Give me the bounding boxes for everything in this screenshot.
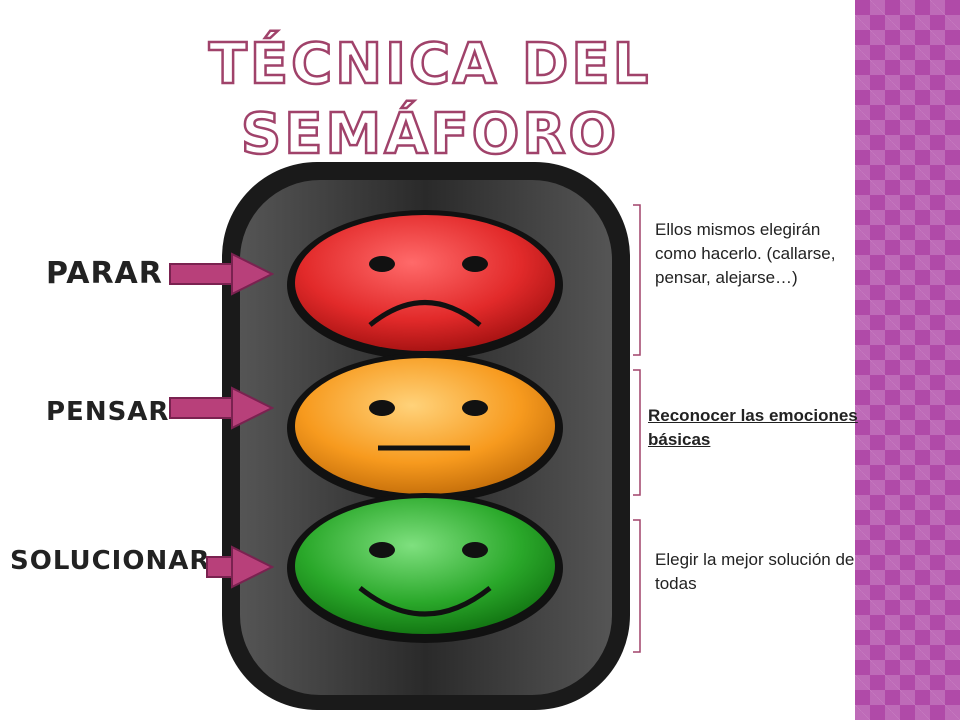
label-solucionar: SOLUCIONAR xyxy=(10,546,211,576)
green-smile-mouth xyxy=(358,586,492,617)
bracket-red xyxy=(633,204,641,356)
note-orange-light: Reconocer las emociones básicas xyxy=(648,406,858,449)
orange-right-eye xyxy=(462,400,488,416)
orange-left-eye xyxy=(369,400,395,416)
green-light xyxy=(287,493,563,643)
bracket-orange xyxy=(633,369,641,496)
orange-light xyxy=(287,353,563,503)
red-right-eye xyxy=(462,256,488,272)
arrow-pensar-icon xyxy=(169,386,275,430)
green-left-eye xyxy=(369,542,395,558)
decorative-side-strip xyxy=(855,0,960,720)
red-left-eye xyxy=(369,256,395,272)
slide-title: TÉCNICA DEL SEMÁFORO xyxy=(207,31,652,169)
red-frown-mouth xyxy=(368,300,482,327)
arrow-solucionar-icon xyxy=(206,545,275,589)
arrow-parar-icon xyxy=(169,252,275,296)
label-pensar: PENSAR xyxy=(46,397,170,427)
note-green-light: Elegir la mejor solución de todas xyxy=(655,550,855,593)
bracket-green xyxy=(633,519,641,653)
note-red-light: Ellos mismos elegirán como hacerlo. (cal… xyxy=(655,220,836,287)
label-parar: PARAR xyxy=(46,256,163,291)
red-light xyxy=(287,210,563,360)
green-right-eye xyxy=(462,542,488,558)
